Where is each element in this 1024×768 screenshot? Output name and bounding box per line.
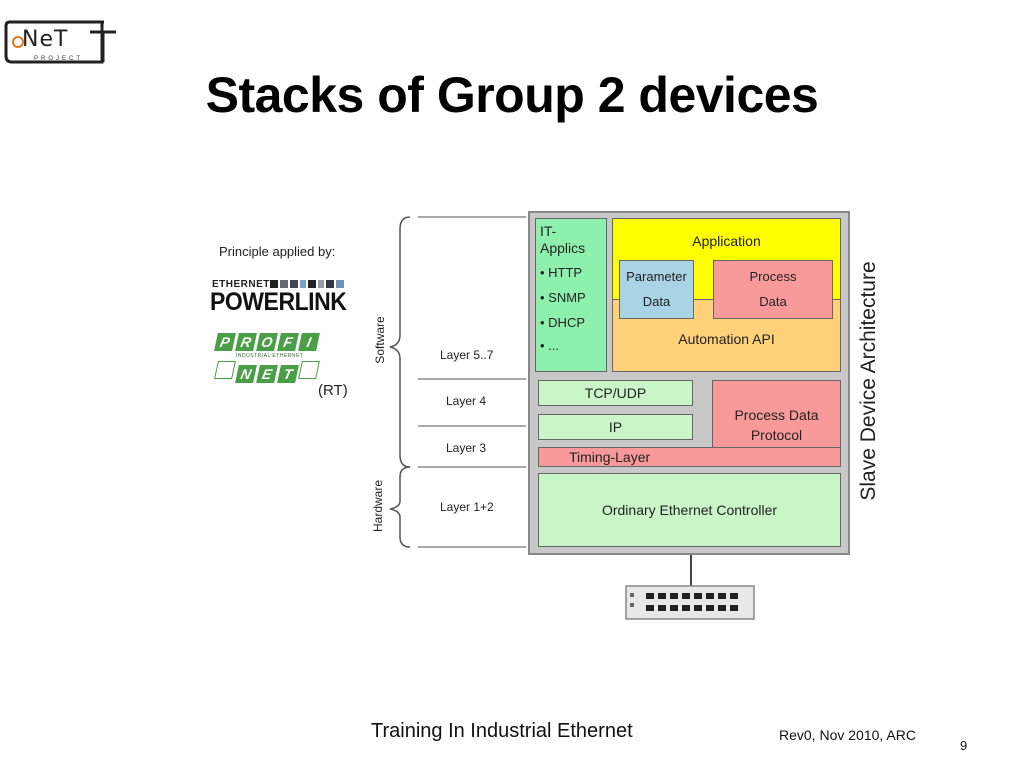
stack-diagram: Software Hardware Layer 5..7 Layer 4 Lay… [360,205,880,625]
powerlink-top-text: ETHERNET [212,279,270,290]
layer-label-1-2: Layer 1+2 [440,500,494,514]
automation-api-label: Automation API [678,331,775,347]
ethernet-controller-box: Ordinary Ethernet Controller [538,473,841,547]
it-applics-item: • SNMP [540,290,586,305]
footer-revision-text: Rev0, Nov 2010, ARC [779,727,916,743]
profinet-letter: P [214,333,236,351]
principle-heading: Principle applied by: [219,244,336,259]
application-label: Application [692,233,761,249]
logo-frame-icon [4,20,116,64]
page-title: Stacks of Group 2 devices [205,67,819,123]
parameter-data-box: Parameter Data [619,260,694,319]
layer-label-5-7: Layer 5..7 [440,348,494,362]
software-label: Software [373,316,387,364]
network-switch-icon [625,555,755,620]
process-data-label: Process Data [749,269,797,309]
ip-label: IP [608,419,623,435]
timing-layer-label: Timing-Layer [569,449,651,465]
ethernet-controller-label: Ordinary Ethernet Controller [601,502,778,518]
it-applics-item: • DHCP [540,315,585,330]
it-applics-item: • HTTP [540,265,583,280]
profinet-letter: O [256,333,278,351]
profinet-letter: N [235,365,257,383]
logo-word: NeT [22,27,69,52]
profinet-letter: F [277,333,299,351]
timing-layer-box: Timing-Layer [538,447,841,467]
architecture-label: Slave Device Architecture [857,261,880,501]
layer-label-3: Layer 3 [446,441,487,455]
it-applics-box: IT- Applics • HTTP • SNMP • DHCP • ... [535,218,607,372]
logo-tagline: PROJECT [34,56,84,62]
profinet-letter: I [298,333,320,351]
rt-label: (RT) [318,382,348,399]
profinet-subtitle: INDUSTRIAL ETHERNET [236,353,304,359]
footer-training-text: Training In Industrial Ethernet [371,720,633,742]
profinet-letter: R [235,333,257,351]
powerlink-bars-icon [270,280,344,288]
layer-label-4: Layer 4 [446,394,487,408]
hardware-label: Hardware [371,479,385,533]
page-number: 9 [960,738,968,753]
powerlink-logo-text: POWERLINK [210,288,347,316]
tcp-udp-label: TCP/UDP [584,385,647,401]
it-applics-item: • ... [540,338,559,353]
tcp-udp-box: TCP/UDP [538,380,693,406]
profinet-letter: T [277,365,299,383]
it-applics-title: IT- Applics [540,223,586,256]
ip-box: IP [538,414,693,440]
process-data-box: Process Data [713,260,833,319]
process-data-protocol-label: Process Data Protocol [734,407,819,443]
parameter-data-label: Parameter Data [626,269,687,309]
layer-brackets [389,216,526,548]
profinet-letter: E [256,365,278,383]
onet-logo: NeT PROJECT [4,18,122,66]
